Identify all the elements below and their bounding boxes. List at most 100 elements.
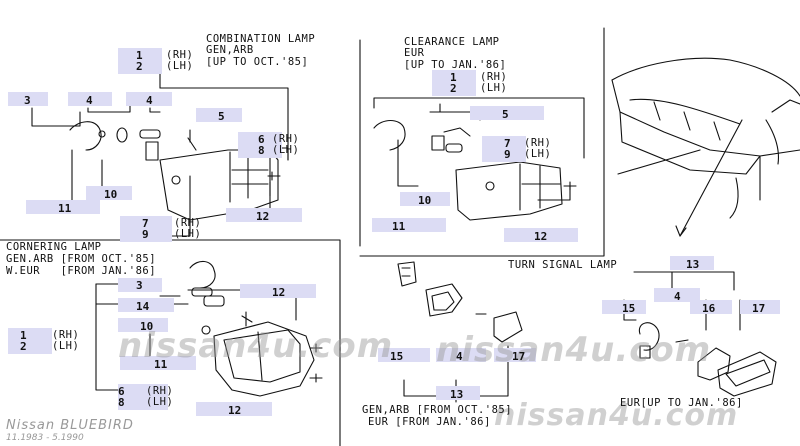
part-callout[interactable]: 13: [450, 388, 464, 401]
highlight-box: [494, 348, 536, 362]
highlight-box: [436, 348, 486, 362]
watermark: nissan4u.com: [118, 326, 394, 366]
highlight-box: [118, 318, 168, 332]
part-callout[interactable]: 8: [118, 396, 125, 409]
part-callout[interactable]: 4: [146, 94, 153, 107]
side-rh: (RH): [524, 137, 552, 149]
side-lh: (LH): [52, 340, 80, 352]
part-callout[interactable]: 5: [502, 108, 509, 121]
part-callout[interactable]: 12: [272, 286, 286, 299]
part-callout[interactable]: 16: [702, 302, 716, 315]
highlight-box: [120, 356, 196, 370]
part-callout[interactable]: 10: [104, 188, 118, 201]
highlight-box: [378, 348, 430, 362]
highlight-box: [68, 92, 112, 106]
part-callout[interactable]: 9: [504, 148, 511, 161]
production-dates: 11.1983 - 5.1990: [6, 433, 84, 443]
highlight-box: [226, 208, 302, 222]
part-callout[interactable]: 11: [154, 358, 168, 371]
part-callout[interactable]: 7: [504, 137, 511, 150]
part-callout[interactable]: 4: [86, 94, 93, 107]
highlight-box: [118, 48, 162, 74]
cornering-lamp-title: CORNERING LAMP: [6, 241, 102, 253]
part-callout[interactable]: 11: [392, 220, 406, 233]
part-callout[interactable]: 6: [118, 385, 125, 398]
turn-signal-note-gen: GEN,ARB [FROM OCT.'85]: [362, 404, 513, 416]
part-callout[interactable]: 1: [20, 329, 27, 342]
model-name: Nissan BLUEBIRD: [6, 418, 134, 433]
part-callout[interactable]: 12: [534, 230, 548, 243]
side-rh: (RH): [480, 71, 508, 83]
highlight-box: [400, 192, 450, 206]
part-callout[interactable]: 1: [450, 71, 457, 84]
highlight-box: [690, 300, 732, 314]
highlight-box: [432, 70, 476, 96]
side-lh: (LH): [480, 82, 508, 94]
highlight-box: [118, 298, 174, 312]
side-lh: (LH): [174, 228, 202, 240]
part-callout[interactable]: 15: [390, 350, 404, 363]
part-callout[interactable]: 4: [456, 350, 463, 363]
highlight-box: [126, 92, 172, 106]
side-lh: (LH): [272, 144, 300, 156]
highlight-box: [118, 384, 168, 410]
part-callout[interactable]: 14: [136, 300, 150, 313]
part-callout[interactable]: 11: [58, 202, 72, 215]
part-callout[interactable]: 12: [256, 210, 270, 223]
side-lh: (LH): [524, 148, 552, 160]
turn-signal-note-eur-early: EUR[UP TO JAN.'86]: [620, 397, 743, 409]
highlight-box: [504, 228, 578, 242]
cornering-lamp-market: GEN.ARB [FROM OCT.'85]: [6, 253, 157, 265]
highlight-box: [670, 256, 714, 270]
clearance-lamp-market: EUR: [404, 47, 425, 59]
highlight-box: [120, 216, 172, 242]
divider-right-vertical: [359, 27, 605, 257]
highlight-box: [602, 300, 646, 314]
part-callout[interactable]: 4: [674, 290, 681, 303]
part-callout[interactable]: 10: [418, 194, 432, 207]
part-callout[interactable]: 13: [686, 258, 700, 271]
part-callout[interactable]: 12: [228, 404, 242, 417]
highlight-box: [238, 132, 282, 158]
highlight-box: [740, 300, 780, 314]
highlight-box: [470, 106, 544, 120]
part-callout[interactable]: 2: [136, 60, 143, 73]
cornering-lamp-market-eur: W.EUR [FROM JAN.'86]: [6, 265, 157, 277]
side-lh: (LH): [166, 60, 194, 72]
combination-lamp-market: GEN,ARB: [206, 44, 254, 56]
clearance-lamp-period: [UP TO JAN.'86]: [404, 59, 507, 71]
part-callout[interactable]: 7: [142, 217, 149, 230]
highlight-box: [654, 288, 700, 302]
divider-cornering-box: [0, 239, 341, 446]
part-callout[interactable]: 17: [512, 350, 526, 363]
side-lh: (LH): [146, 396, 174, 408]
part-callout[interactable]: 3: [136, 279, 143, 292]
part-callout[interactable]: 8: [258, 144, 265, 157]
highlight-box: [482, 136, 526, 162]
highlight-box: [240, 284, 316, 298]
part-callout[interactable]: 3: [24, 94, 31, 107]
clearance-lamp-title: CLEARANCE LAMP: [404, 36, 500, 48]
combination-lamp-title: COMBINATION LAMP: [206, 33, 316, 45]
part-callout[interactable]: 15: [622, 302, 636, 315]
watermark: nissan4u.com: [436, 330, 712, 370]
highlight-box: [196, 108, 242, 122]
part-callout[interactable]: 2: [20, 340, 27, 353]
turn-signal-note-eur: EUR [FROM JAN.'86]: [368, 416, 491, 428]
watermark: nissan4u.com: [494, 398, 739, 433]
part-callout[interactable]: 17: [752, 302, 766, 315]
part-callout[interactable]: 2: [450, 82, 457, 95]
highlight-box: [118, 278, 162, 292]
highlight-box: [372, 218, 446, 232]
side-rh: (RH): [52, 329, 80, 341]
part-callout[interactable]: 9: [142, 228, 149, 241]
part-callout[interactable]: 5: [218, 110, 225, 123]
turn-signal-lamp-title: TURN SIGNAL LAMP: [508, 259, 618, 271]
part-callout[interactable]: 10: [140, 320, 154, 333]
side-rh: (RH): [166, 49, 194, 61]
highlight-box: [436, 386, 480, 400]
part-callout[interactable]: 1: [136, 49, 143, 62]
part-callout[interactable]: 6: [258, 133, 265, 146]
side-rh: (RH): [272, 133, 300, 145]
highlight-box: [8, 92, 48, 106]
